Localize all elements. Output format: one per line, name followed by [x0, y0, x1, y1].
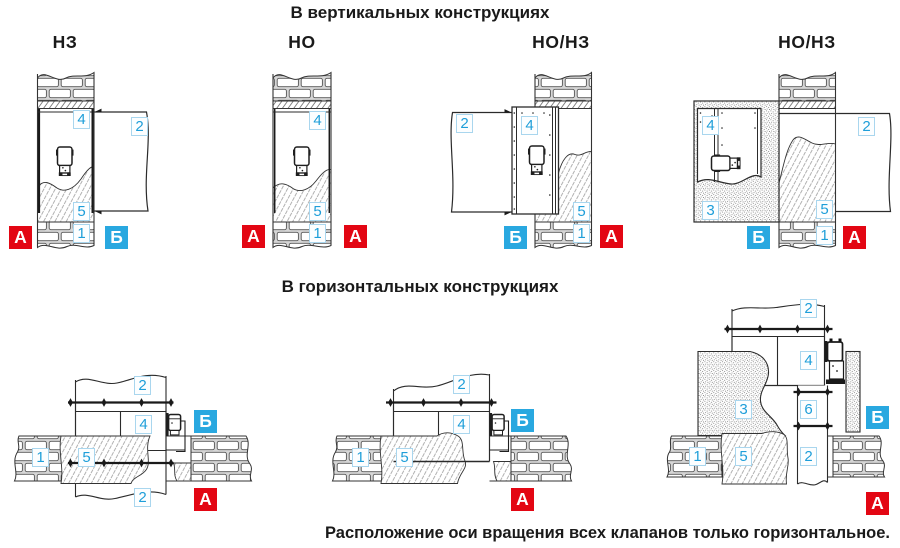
- marker-5: 5: [396, 448, 413, 467]
- marker-4: 4: [73, 110, 90, 129]
- drawing-h2: [331, 373, 573, 484]
- marker-5: 5: [573, 202, 590, 221]
- marker-a: А: [866, 492, 889, 515]
- type-label-v3: НО/НЗ: [532, 32, 590, 52]
- marker-a: А: [600, 225, 623, 248]
- marker-2: 2: [800, 299, 817, 318]
- marker-2: 2: [134, 488, 151, 507]
- marker-2: 2: [134, 376, 151, 395]
- drawing-v4-nonz: [693, 71, 892, 249]
- marker-2: 2: [131, 117, 148, 136]
- marker-1: 1: [689, 447, 706, 466]
- marker-4: 4: [309, 111, 326, 130]
- marker-5: 5: [73, 202, 90, 221]
- marker-1: 1: [32, 448, 49, 467]
- marker-1: 1: [352, 448, 369, 467]
- marker-2: 2: [858, 117, 875, 136]
- marker-5: 5: [78, 448, 95, 467]
- marker-a: А: [242, 225, 265, 248]
- type-label-v4: НО/НЗ: [778, 32, 836, 52]
- drawing-v3-nonz: [450, 71, 593, 249]
- marker-4: 4: [135, 415, 152, 434]
- section-title-vertical: В вертикальных конструкциях: [290, 3, 550, 22]
- marker-6: 6: [800, 400, 817, 419]
- marker-a: А: [194, 488, 217, 511]
- marker-1: 1: [73, 224, 90, 243]
- marker-b: Б: [504, 226, 527, 249]
- marker-4: 4: [453, 415, 470, 434]
- drawing-v1-nz: [36, 71, 149, 249]
- marker-4: 4: [800, 351, 817, 370]
- type-label-v1: НЗ: [52, 32, 78, 52]
- marker-a: А: [843, 226, 866, 249]
- marker-5: 5: [816, 200, 833, 219]
- marker-3: 3: [702, 201, 719, 220]
- marker-4: 4: [521, 116, 538, 135]
- marker-5: 5: [309, 202, 326, 221]
- marker-4: 4: [702, 116, 719, 135]
- marker-b: Б: [511, 409, 534, 432]
- drawing-v2-no: [272, 71, 332, 249]
- marker-2: 2: [453, 375, 470, 394]
- type-label-v2: НО: [288, 32, 316, 52]
- marker-a: А: [9, 226, 32, 249]
- marker-1: 1: [573, 224, 590, 243]
- marker-b: Б: [866, 406, 889, 429]
- marker-5: 5: [735, 447, 752, 466]
- marker-a: А: [344, 225, 367, 248]
- marker-b: Б: [194, 410, 217, 433]
- marker-2: 2: [456, 114, 473, 133]
- drawing-h1: [13, 374, 253, 500]
- marker-b: Б: [105, 226, 128, 249]
- marker-1: 1: [816, 226, 833, 245]
- marker-1: 1: [309, 224, 326, 243]
- section-title-horizontal: В горизонтальных конструкциях: [281, 277, 559, 296]
- marker-a: А: [511, 488, 534, 511]
- marker-3: 3: [735, 400, 752, 419]
- footnote: Расположение оси вращения всех клапанов …: [324, 524, 890, 542]
- marker-b: Б: [747, 226, 770, 249]
- marker-2: 2: [800, 447, 817, 466]
